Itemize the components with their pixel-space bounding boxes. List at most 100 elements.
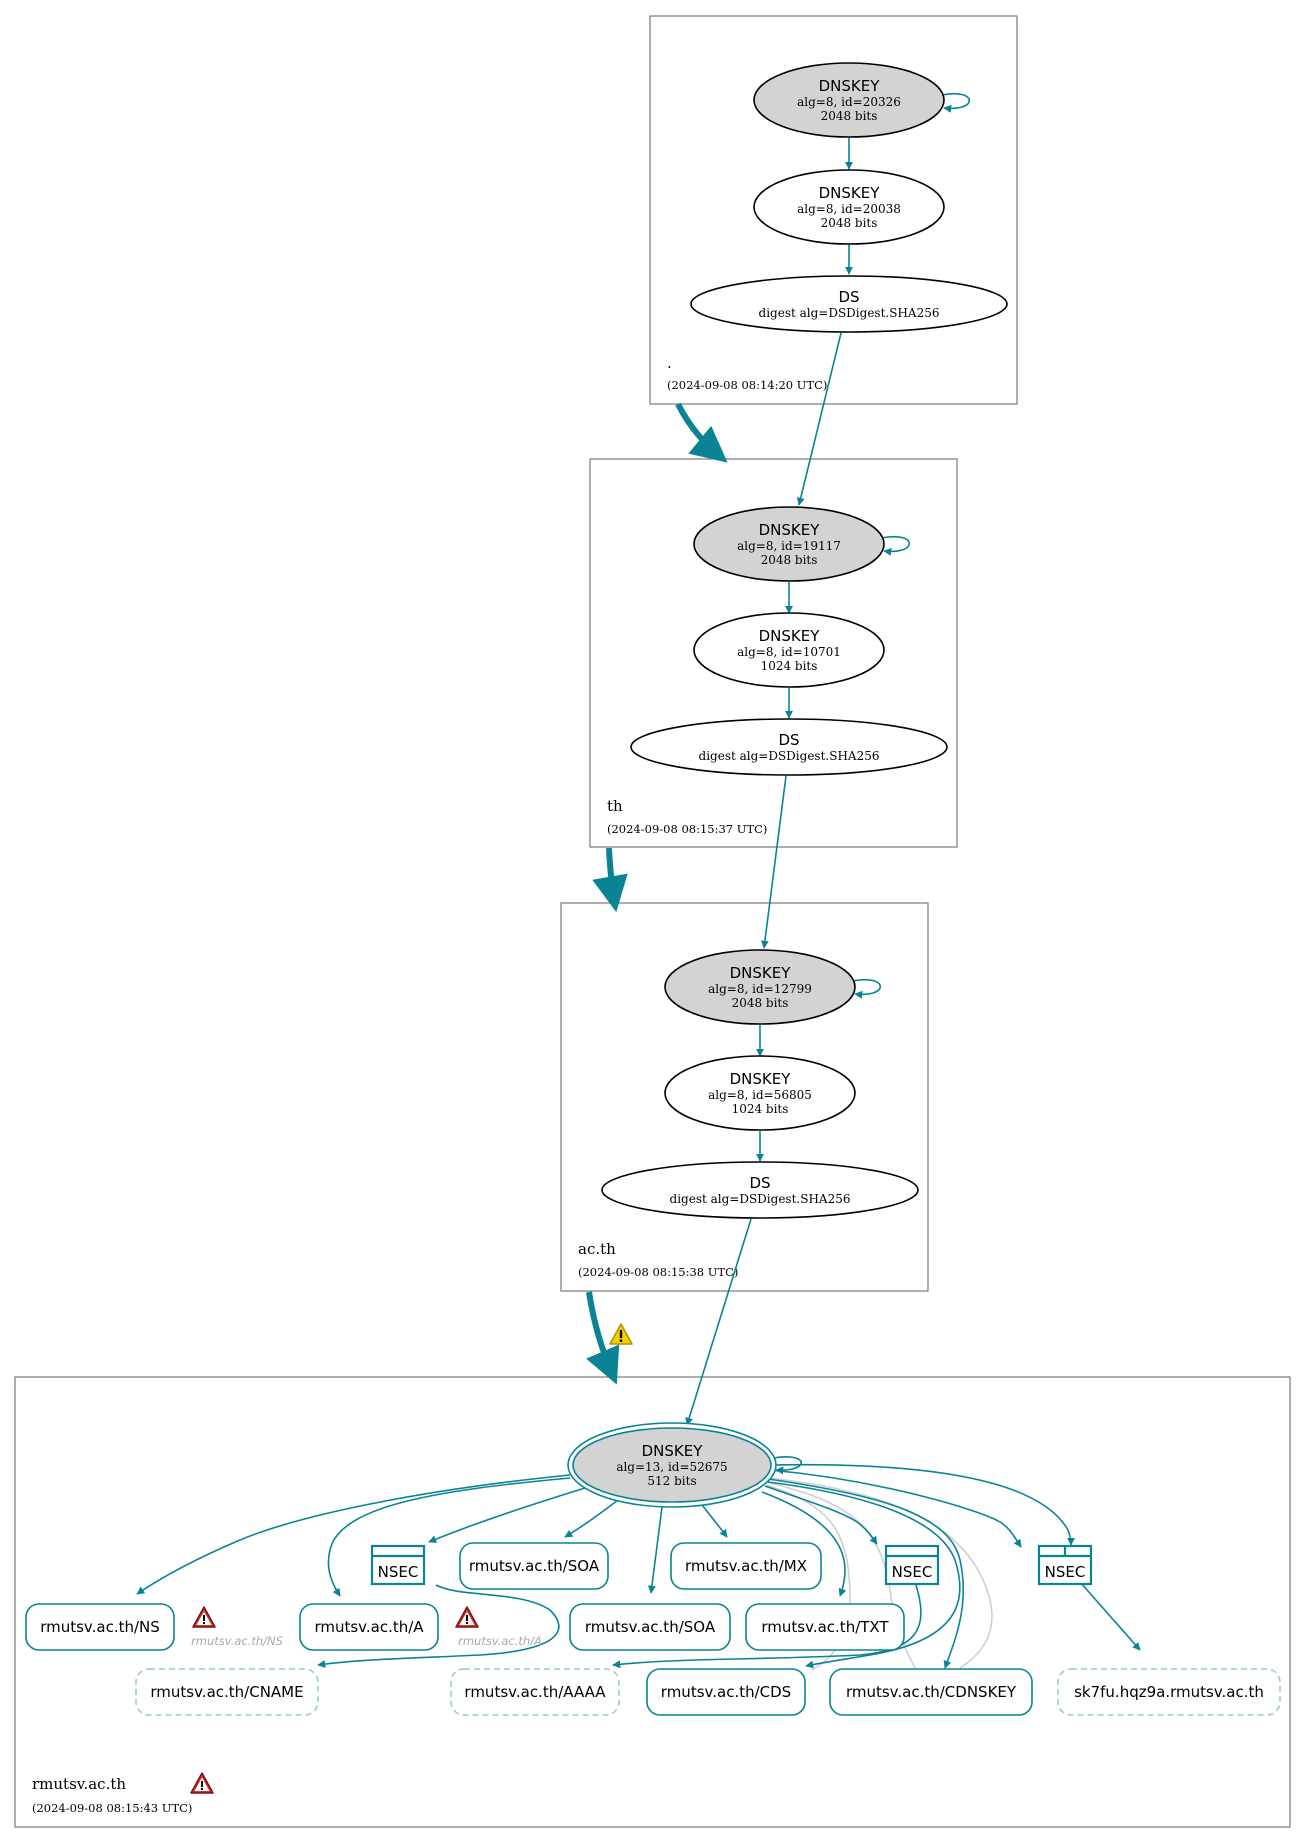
key-title: DS bbox=[838, 288, 859, 306]
zone-name-acth: ac.th bbox=[578, 1240, 616, 1258]
zone-name-root: . bbox=[667, 354, 672, 372]
key-size: 2048 bits bbox=[732, 996, 789, 1010]
edge-key-a bbox=[327, 1477, 571, 1597]
nsec-node-1[interactable]: NSEC bbox=[370, 1544, 426, 1586]
key-detail: digest alg=DSDigest.SHA256 bbox=[759, 306, 940, 320]
key-title: DNSKEY bbox=[759, 627, 821, 645]
nsec-node-2[interactable]: NSEC bbox=[884, 1544, 940, 1586]
zone-timestamp-acth: (2024-09-08 08:15:38 UTC) bbox=[578, 1265, 738, 1279]
rrset-label: rmutsv.ac.th/SOA bbox=[469, 1557, 600, 1575]
rrset-node-txt[interactable]: rmutsv.ac.th/TXT bbox=[745, 1603, 905, 1651]
edge-key-nsec3-b bbox=[769, 1463, 1075, 1546]
edge-key-ns bbox=[136, 1474, 571, 1595]
edge-key-soa2 bbox=[647, 1506, 663, 1594]
warning-label-a: rmutsv.ac.th/A bbox=[458, 1634, 542, 1648]
key-detail: digest alg=DSDigest.SHA256 bbox=[670, 1192, 851, 1206]
rrset-node-soa2[interactable]: rmutsv.ac.th/SOA bbox=[569, 1603, 731, 1651]
zone-box-root bbox=[649, 15, 1018, 405]
edge-key-nsec2 bbox=[764, 1485, 878, 1545]
edge-key-txt bbox=[761, 1491, 847, 1597]
edge-key-cdnskey-inactive-2 bbox=[767, 1477, 993, 1669]
nsec-node-3[interactable]: NSEC bbox=[1037, 1544, 1093, 1586]
rrset-label: rmutsv.ac.th/CNAME bbox=[150, 1683, 303, 1701]
rrset-label: rmutsv.ac.th/CDS bbox=[661, 1683, 791, 1701]
key-title: DS bbox=[749, 1174, 770, 1192]
zone-box-rmutsv bbox=[14, 1376, 1291, 1828]
edge-nsec2-aaaa bbox=[612, 1584, 922, 1669]
zone-name-rmutsv: rmutsv.ac.th bbox=[32, 1775, 126, 1793]
edge-key-soa1 bbox=[564, 1499, 619, 1538]
edge-acth-ds-rmutsv-key bbox=[685, 1218, 752, 1426]
key-title: DNSKEY bbox=[819, 77, 881, 95]
key-detail: alg=8, id=19117 bbox=[737, 539, 841, 553]
rrset-node-soa1[interactable]: rmutsv.ac.th/SOA bbox=[459, 1542, 609, 1590]
warning-label-ns: rmutsv.ac.th/NS bbox=[191, 1634, 283, 1648]
nsec-label: NSEC bbox=[892, 1563, 933, 1581]
edge-key-cds bbox=[767, 1481, 961, 1669]
key-detail: alg=8, id=20326 bbox=[797, 95, 901, 109]
key-size: 1024 bits bbox=[761, 659, 818, 673]
self-sign-edge-root-ksk bbox=[941, 92, 971, 113]
rrset-label: rmutsv.ac.th/SOA bbox=[585, 1618, 716, 1636]
self-sign-edge-rmutsv-key bbox=[773, 1456, 803, 1475]
zone-timestamp-rmutsv: (2024-09-08 08:15:43 UTC) bbox=[32, 1801, 192, 1815]
key-title: DNSKEY bbox=[819, 184, 881, 202]
key-title: DNSKEY bbox=[759, 521, 821, 539]
zone-timestamp-th: (2024-09-08 08:15:37 UTC) bbox=[607, 822, 767, 836]
key-detail: digest alg=DSDigest.SHA256 bbox=[699, 749, 880, 763]
rrset-node-ns[interactable]: rmutsv.ac.th/NS bbox=[25, 1603, 175, 1651]
edge-key-cdnskey bbox=[767, 1478, 965, 1669]
key-size: 512 bits bbox=[647, 1474, 696, 1488]
rrset-node-a[interactable]: rmutsv.ac.th/A bbox=[299, 1603, 439, 1651]
key-title: DNSKEY bbox=[730, 1070, 792, 1088]
zone-box-acth bbox=[560, 902, 929, 1292]
zone-box-th bbox=[589, 458, 958, 848]
key-detail: alg=8, id=12799 bbox=[708, 982, 812, 996]
edge-key-nsec1 bbox=[428, 1487, 586, 1543]
key-title: DNSKEY bbox=[730, 964, 792, 982]
rrset-node-sk7fu[interactable]: sk7fu.hqz9a.rmutsv.ac.th bbox=[1057, 1668, 1281, 1716]
key-size: 2048 bits bbox=[821, 109, 878, 123]
self-sign-edge-acth-ksk bbox=[852, 978, 882, 999]
key-detail: alg=8, id=10701 bbox=[737, 645, 841, 659]
key-detail: alg=13, id=52675 bbox=[616, 1460, 727, 1474]
edge-nsec3-sk7fu bbox=[1079, 1581, 1141, 1651]
rrset-node-cds[interactable]: rmutsv.ac.th/CDS bbox=[646, 1668, 806, 1716]
key-size: 2048 bits bbox=[821, 216, 878, 230]
rrset-label: rmutsv.ac.th/CDNSKEY bbox=[846, 1683, 1017, 1701]
edge-key-mx bbox=[701, 1504, 728, 1538]
rrset-label: sk7fu.hqz9a.rmutsv.ac.th bbox=[1074, 1683, 1264, 1701]
rrset-node-cdnskey[interactable]: rmutsv.ac.th/CDNSKEY bbox=[829, 1668, 1033, 1716]
rrset-node-cname[interactable]: rmutsv.ac.th/CNAME bbox=[135, 1668, 319, 1716]
key-size: 1024 bits bbox=[732, 1102, 789, 1116]
rrset-nodes: rmutsv.ac.th/NS rmutsv.ac.th/A rmutsv.ac.t… bbox=[25, 1542, 1281, 1716]
delegation-arrow-acth-rmutsv bbox=[586, 1291, 620, 1385]
rrset-label: rmutsv.ac.th/AAAA bbox=[464, 1683, 606, 1701]
edge-key-cds-inactive bbox=[765, 1484, 851, 1671]
key-title: DNSKEY bbox=[642, 1442, 704, 1460]
edge-th-ds-acth-ksk bbox=[760, 775, 787, 949]
key-title: DS bbox=[778, 731, 799, 749]
error-triangle-icon bbox=[190, 1772, 214, 1794]
zone-timestamp-root: (2024-09-08 08:14:20 UTC) bbox=[667, 378, 827, 392]
edge-key-nsec3-a bbox=[769, 1469, 1022, 1548]
key-size: 2048 bits bbox=[761, 553, 818, 567]
self-sign-edge-th-ksk bbox=[881, 535, 911, 556]
rrset-node-mx[interactable]: rmutsv.ac.th/MX bbox=[670, 1542, 822, 1590]
delegation-arrow-th-acth bbox=[592, 847, 628, 913]
delegation-arrow-root-th bbox=[675, 402, 728, 463]
rrset-node-aaaa[interactable]: rmutsv.ac.th/AAAA bbox=[450, 1668, 620, 1716]
rrset-label: rmutsv.ac.th/NS bbox=[40, 1618, 160, 1636]
